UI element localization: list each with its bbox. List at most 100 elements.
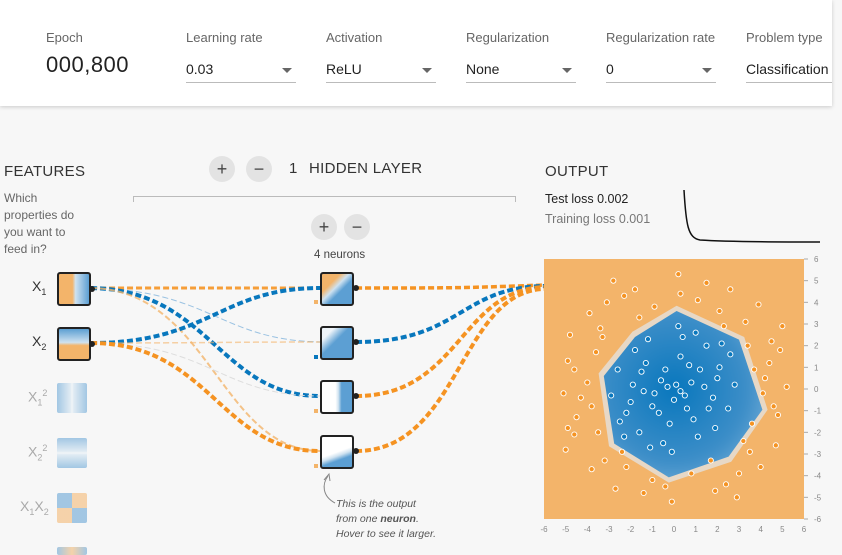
add-layer-button[interactable]: + xyxy=(209,156,235,182)
test-loss: Test loss 0.002 xyxy=(545,192,629,206)
feature-x1x2-node[interactable] xyxy=(57,493,87,523)
x-tick-label: -1 xyxy=(649,525,657,534)
neuron-2-bias[interactable] xyxy=(314,355,318,359)
data-point-negative xyxy=(618,448,626,455)
data-point-positive xyxy=(731,381,738,388)
feature-x1-handle[interactable] xyxy=(89,286,95,292)
data-point-negative xyxy=(668,498,675,505)
features-subtitle: Which properties do you want to feed in? xyxy=(4,190,74,258)
wire-n3-out[interactable] xyxy=(355,285,546,398)
feature-x1-squared-node[interactable] xyxy=(57,383,87,413)
data-point-positive xyxy=(725,405,732,412)
data-point-positive xyxy=(692,329,699,336)
neuron-1-handle[interactable] xyxy=(353,285,359,291)
feature-x1x2-letter2: X xyxy=(34,498,44,514)
data-point-negative xyxy=(768,338,775,345)
problem-type-select[interactable]: Classification xyxy=(746,58,832,83)
data-point-positive xyxy=(677,353,684,360)
remove-layer-button[interactable]: − xyxy=(246,156,272,182)
neuron-4-handle[interactable] xyxy=(353,448,359,454)
features-subtitle-line: properties do xyxy=(4,208,75,222)
feature-x1sq-superscript: 2 xyxy=(42,388,48,398)
y-tick-label: 2 xyxy=(814,342,819,351)
data-point-negative xyxy=(755,301,762,308)
data-point-negative xyxy=(651,303,658,310)
data-point-negative xyxy=(564,424,571,432)
wire-x2-n1[interactable] xyxy=(90,286,321,345)
neuron-2-handle[interactable] xyxy=(353,339,359,345)
data-point-positive xyxy=(673,381,680,388)
data-point-negative xyxy=(636,314,643,321)
feature-x2sq-subscript: 2 xyxy=(37,452,43,463)
data-point-positive xyxy=(638,368,645,375)
data-point-positive xyxy=(662,366,669,373)
activation-control: Activation xyxy=(326,30,382,45)
feature-x2-squared-node[interactable] xyxy=(57,438,87,468)
activation-select[interactable]: ReLU xyxy=(326,58,436,83)
wire-n2-out[interactable] xyxy=(355,284,546,344)
y-tick-label: 1 xyxy=(814,363,819,372)
feature-x1sq-subscript: 1 xyxy=(37,397,43,408)
data-point-negative xyxy=(621,292,628,299)
wire-x1-n2[interactable] xyxy=(90,287,321,343)
learning-rate-select[interactable]: 0.03 xyxy=(186,58,296,83)
data-point-positive xyxy=(686,362,693,369)
wire-x1-n4[interactable] xyxy=(90,287,321,452)
neuron-callout-text: This is the output from one neuron. Hove… xyxy=(336,497,436,542)
neuron-1-bias[interactable] xyxy=(314,300,318,304)
x-tick-label: -3 xyxy=(605,525,613,534)
regularization-control: Regularization xyxy=(466,30,549,45)
regularization-rate-value: 0 xyxy=(606,61,614,77)
data-point-positive xyxy=(649,403,656,410)
regularization-rate-control: Regularization rate xyxy=(606,30,715,45)
neuron-3-handle[interactable] xyxy=(353,393,359,399)
data-point-positive xyxy=(696,366,704,373)
data-point-positive xyxy=(636,429,643,436)
data-point-negative xyxy=(610,277,617,284)
feature-x1-node[interactable] xyxy=(57,272,91,306)
data-point-negative xyxy=(562,446,569,453)
feature-sin-node[interactable] xyxy=(57,547,87,555)
data-point-negative xyxy=(735,470,743,477)
x-tick-label: 3 xyxy=(737,525,742,534)
data-point-positive xyxy=(657,377,665,384)
loss-curve xyxy=(683,189,821,243)
wire-n1-out[interactable] xyxy=(355,283,546,290)
wire-x2-n2[interactable] xyxy=(90,341,321,344)
neuron-3-bias[interactable] xyxy=(314,409,318,413)
feature-x1x2-letter: X xyxy=(20,498,30,514)
hidden-layer-count: 1 xyxy=(289,160,298,177)
wire-x2-n4[interactable] xyxy=(90,341,321,453)
data-point-negative xyxy=(772,442,779,449)
x-tick-label: 5 xyxy=(780,525,785,534)
feature-x2-subscript: 2 xyxy=(41,341,47,352)
data-point-positive xyxy=(681,392,688,399)
y-tick-label: 0 xyxy=(814,385,819,394)
y-tick-label: -2 xyxy=(814,428,822,437)
data-point-positive xyxy=(683,405,691,412)
data-point-positive xyxy=(712,424,719,432)
wire-n4-out[interactable] xyxy=(355,287,546,453)
feature-x2-handle[interactable] xyxy=(89,341,95,347)
data-point-negative xyxy=(712,487,719,494)
data-point-negative xyxy=(707,457,714,464)
regularization-rate-select[interactable]: 0 xyxy=(606,58,716,83)
neuron-4-bias[interactable] xyxy=(314,464,318,468)
regularization-select[interactable]: None xyxy=(466,58,576,83)
data-point-negative xyxy=(770,403,777,410)
data-point-negative xyxy=(694,297,701,304)
data-point-negative xyxy=(688,470,695,477)
feature-x1x2-subscript: 1 xyxy=(29,506,35,517)
x-tick-label: -2 xyxy=(627,525,635,534)
feature-x1x2-label: X1X2 xyxy=(20,498,49,517)
data-point-negative xyxy=(662,483,669,490)
wire-x2-n3[interactable] xyxy=(90,342,321,397)
neuron-4[interactable] xyxy=(320,435,354,469)
remove-neuron-button[interactable]: − xyxy=(344,214,370,240)
data-point-negative xyxy=(720,323,727,330)
chevron-down-icon xyxy=(702,68,712,73)
data-point-negative xyxy=(592,349,600,356)
add-neuron-button[interactable]: + xyxy=(311,214,337,240)
